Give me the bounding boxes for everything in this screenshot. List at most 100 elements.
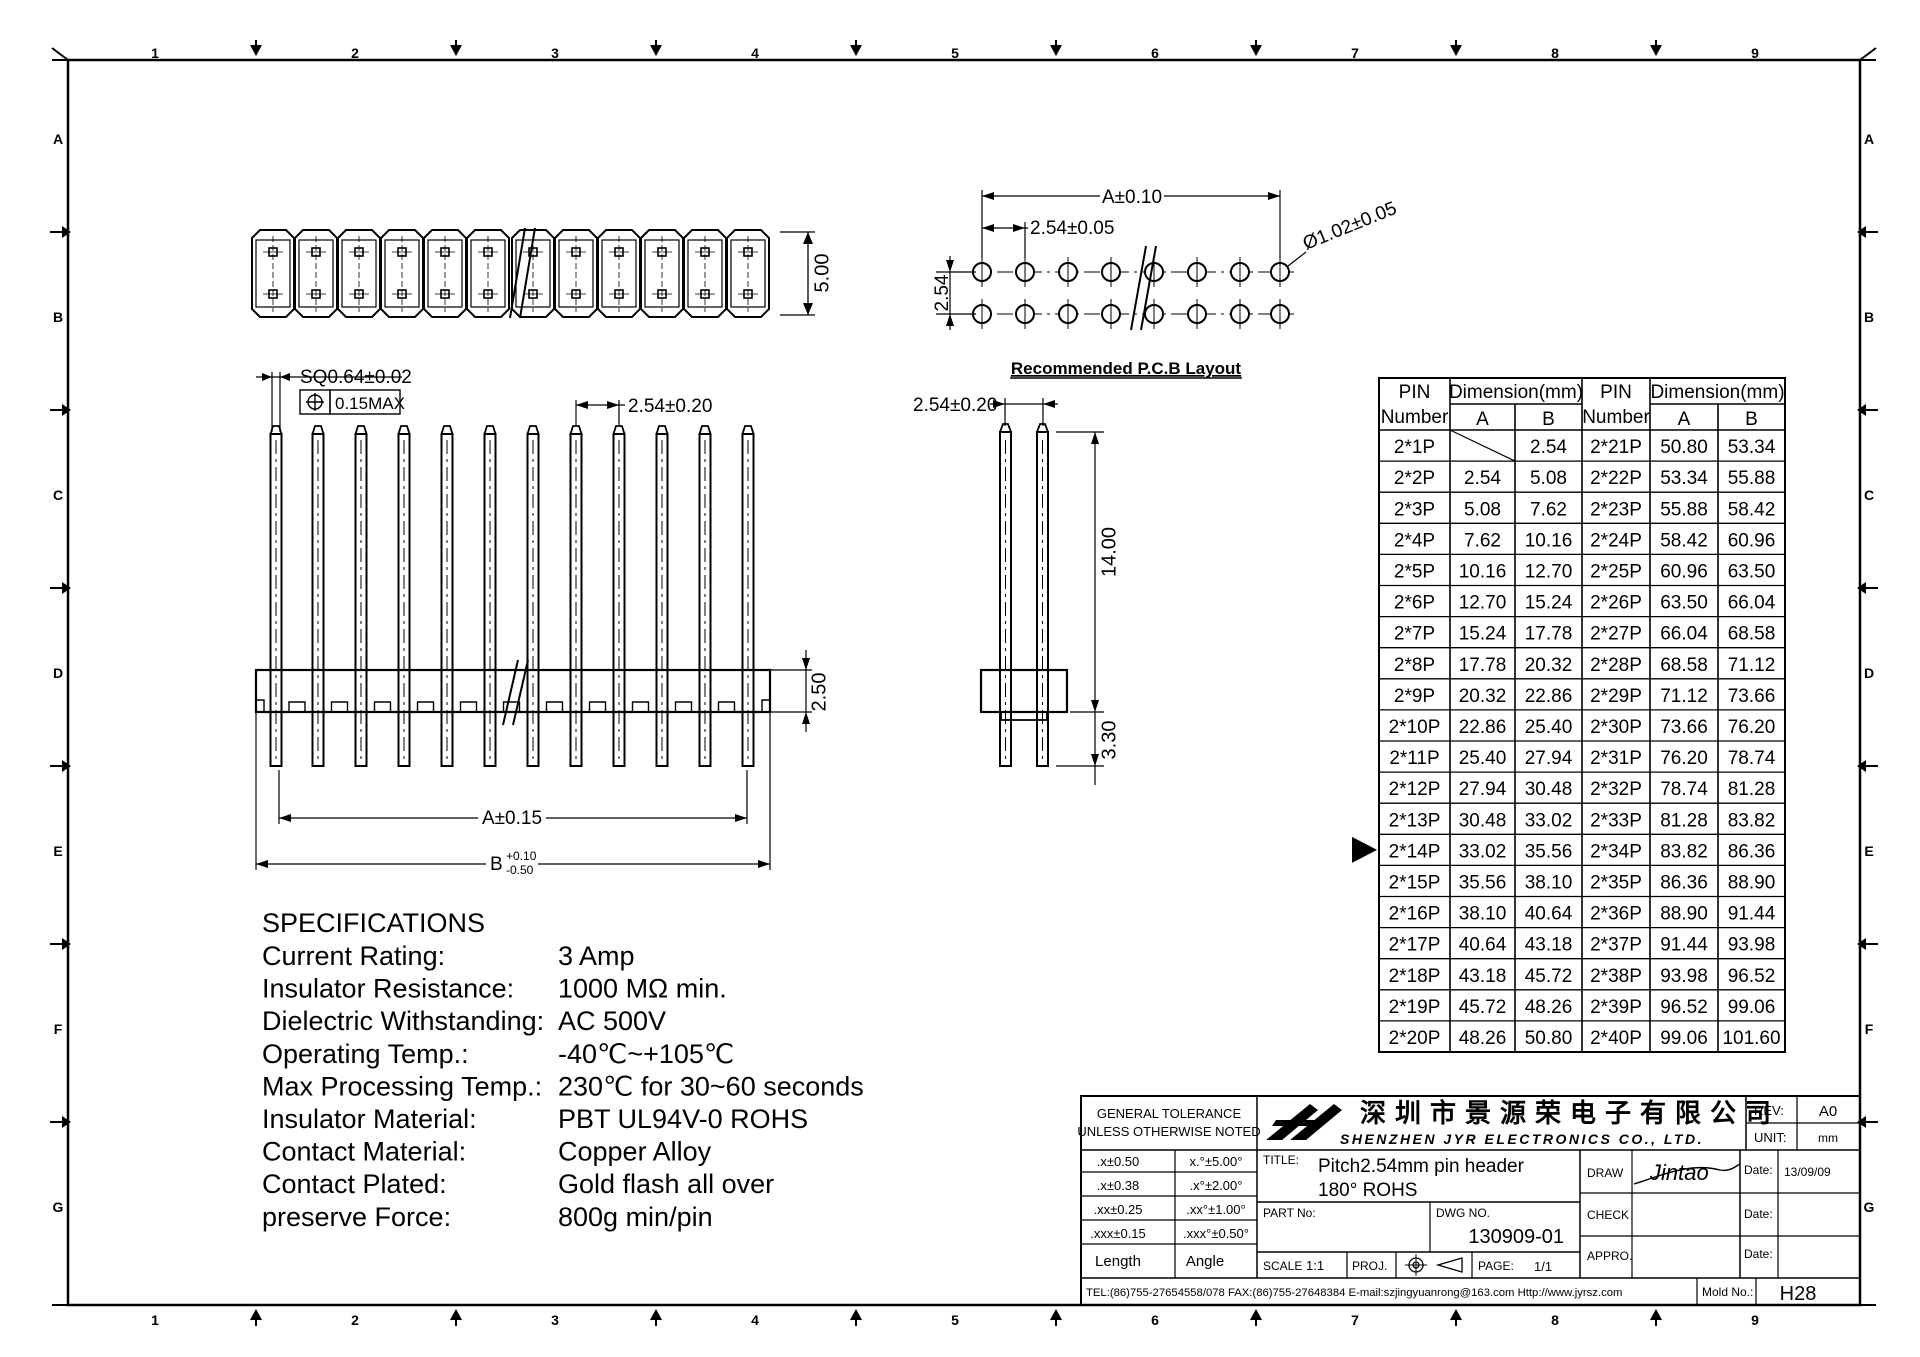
right-arrow-icon <box>62 938 71 950</box>
table-cell: 2*32P <box>1590 779 1642 800</box>
table-cell: 35.56 <box>1459 873 1507 894</box>
table-cell: 58.42 <box>1660 530 1708 551</box>
border-col-number: 8 <box>1551 1312 1559 1328</box>
table-cell: 2*9P <box>1394 686 1435 707</box>
table-cell: 55.88 <box>1728 468 1776 489</box>
length-tolerance: .xx±0.25 <box>1093 1202 1142 1217</box>
table-header-pin: PIN <box>1399 382 1431 403</box>
table-cell: 27.94 <box>1459 779 1507 800</box>
table-cell: 2*4P <box>1394 530 1435 551</box>
left-arrow-icon <box>1857 1116 1866 1128</box>
border-zone-arrows <box>50 40 1878 1326</box>
table-cell: 17.78 <box>1459 655 1507 676</box>
check-date-label: Date: <box>1744 1207 1773 1221</box>
table-cell: 2*26P <box>1590 593 1642 614</box>
table-cell: 76.20 <box>1660 748 1708 769</box>
dwg-no-value: 130909-01 <box>1468 1226 1564 1248</box>
length-tolerance: .x±0.38 <box>1097 1178 1140 1193</box>
border-col-number: 2 <box>351 1312 359 1328</box>
angle-label: Angle <box>1186 1253 1224 1270</box>
drawer-signature: Jintao <box>1649 1160 1709 1185</box>
border-col-number: 4 <box>751 45 759 61</box>
title-block: GENERAL TOLERANCE UNLESS OTHERWISE NOTED… <box>1077 1095 1861 1306</box>
table-cell: 66.04 <box>1660 624 1708 645</box>
table-cell: 15.24 <box>1525 593 1573 614</box>
border-col-number: 3 <box>551 45 559 61</box>
front-b-upper-tol: +0.10 <box>506 849 537 863</box>
table-header-pin: Number <box>1582 407 1650 428</box>
table-cell: 93.98 <box>1728 935 1776 956</box>
spec-value: 3 Amp <box>558 941 635 971</box>
spec-label: Current Rating: <box>262 941 445 971</box>
draw-date-label: Date: <box>1744 1163 1773 1177</box>
table-cell: 2*40P <box>1590 1028 1642 1049</box>
table-cell: 2*34P <box>1590 841 1642 862</box>
table-cell: 20.32 <box>1459 686 1507 707</box>
left-arrow-icon <box>1857 760 1866 772</box>
table-cell: 2*23P <box>1590 499 1642 520</box>
border-row-letter: A <box>53 131 63 147</box>
table-cell: 35.56 <box>1525 841 1573 862</box>
border-row-letter: D <box>53 665 63 681</box>
unit-value: mm <box>1818 1131 1838 1145</box>
table-cell: 2*24P <box>1590 530 1642 551</box>
table-cell: 10.16 <box>1459 562 1507 583</box>
border-row-letter: G <box>53 1199 64 1215</box>
border-row-letter: B <box>53 309 63 325</box>
pin-size-dim: SQ0.64±0.02 <box>300 367 412 388</box>
table-cell: 2*7P <box>1394 624 1435 645</box>
table-cell: 63.50 <box>1660 593 1708 614</box>
table-cell: 2*18P <box>1389 966 1441 987</box>
table-cell: 2*6P <box>1394 593 1435 614</box>
contact-info: TEL:(86)755-27654558/078 FAX:(86)755-276… <box>1086 1287 1622 1299</box>
table-cell: 88.90 <box>1728 873 1776 894</box>
spec-value: Copper Alloy <box>558 1137 712 1167</box>
table-cell: 2*3P <box>1394 499 1435 520</box>
table-cell: 43.18 <box>1525 935 1573 956</box>
spec-value: 1000 MΩ min. <box>558 974 727 1004</box>
title-label: TITLE: <box>1263 1153 1299 1167</box>
table-header-dimension: Dimension(mm) <box>1449 382 1583 403</box>
table-cell: 53.34 <box>1660 468 1708 489</box>
spec-value: Gold flash all over <box>558 1169 774 1199</box>
border-row-letter: A <box>1864 131 1874 147</box>
spec-label: Max Processing Temp.: <box>262 1071 542 1101</box>
drawing-title-line1: Pitch2.54mm pin header <box>1318 1156 1525 1177</box>
table-cell: 78.74 <box>1660 779 1708 800</box>
front-b-dim: B <box>490 854 503 875</box>
table-cell: 2*30P <box>1590 717 1642 738</box>
position-tolerance: 0.15MAX <box>335 394 405 413</box>
table-cell: 50.80 <box>1525 1028 1573 1049</box>
table-cell: 15.24 <box>1459 624 1507 645</box>
proj-label: PROJ. <box>1352 1259 1387 1273</box>
table-cell: 2*10P <box>1389 717 1441 738</box>
table-cell: 33.02 <box>1525 810 1573 831</box>
company-name-cn: 深圳市景源荣电子有限公司 <box>1360 1098 1780 1128</box>
table-cell: 50.80 <box>1660 437 1708 458</box>
border-row-letter: E <box>1864 843 1873 859</box>
top-view-cell <box>466 229 510 318</box>
scale-label: SCALE <box>1263 1259 1302 1273</box>
pcb-layout: A±0.10 2.54±0.05 2.54 Ø1.02±0.05 Recomme… <box>932 184 1400 379</box>
table-header-a: A <box>1476 409 1489 430</box>
table-cell: 27.94 <box>1525 748 1573 769</box>
spec-value: AC 500V <box>558 1006 666 1036</box>
table-cell: 2.54 <box>1530 437 1567 458</box>
table-cell: 5.08 <box>1464 499 1501 520</box>
table-cell: 12.70 <box>1459 593 1507 614</box>
border-col-number: 6 <box>1151 1312 1159 1328</box>
table-header-pin: PIN <box>1600 382 1632 403</box>
table-cell: 68.58 <box>1728 624 1776 645</box>
border-col-number: 5 <box>951 1312 959 1328</box>
table-cell: 2*33P <box>1590 810 1642 831</box>
table-cell: 2*2P <box>1394 468 1435 489</box>
spec-label: Dielectric Withstanding: <box>262 1006 544 1036</box>
table-cell: 25.40 <box>1525 717 1573 738</box>
table-cell: 2*36P <box>1590 904 1642 925</box>
company-logo-icon <box>1266 1104 1342 1140</box>
